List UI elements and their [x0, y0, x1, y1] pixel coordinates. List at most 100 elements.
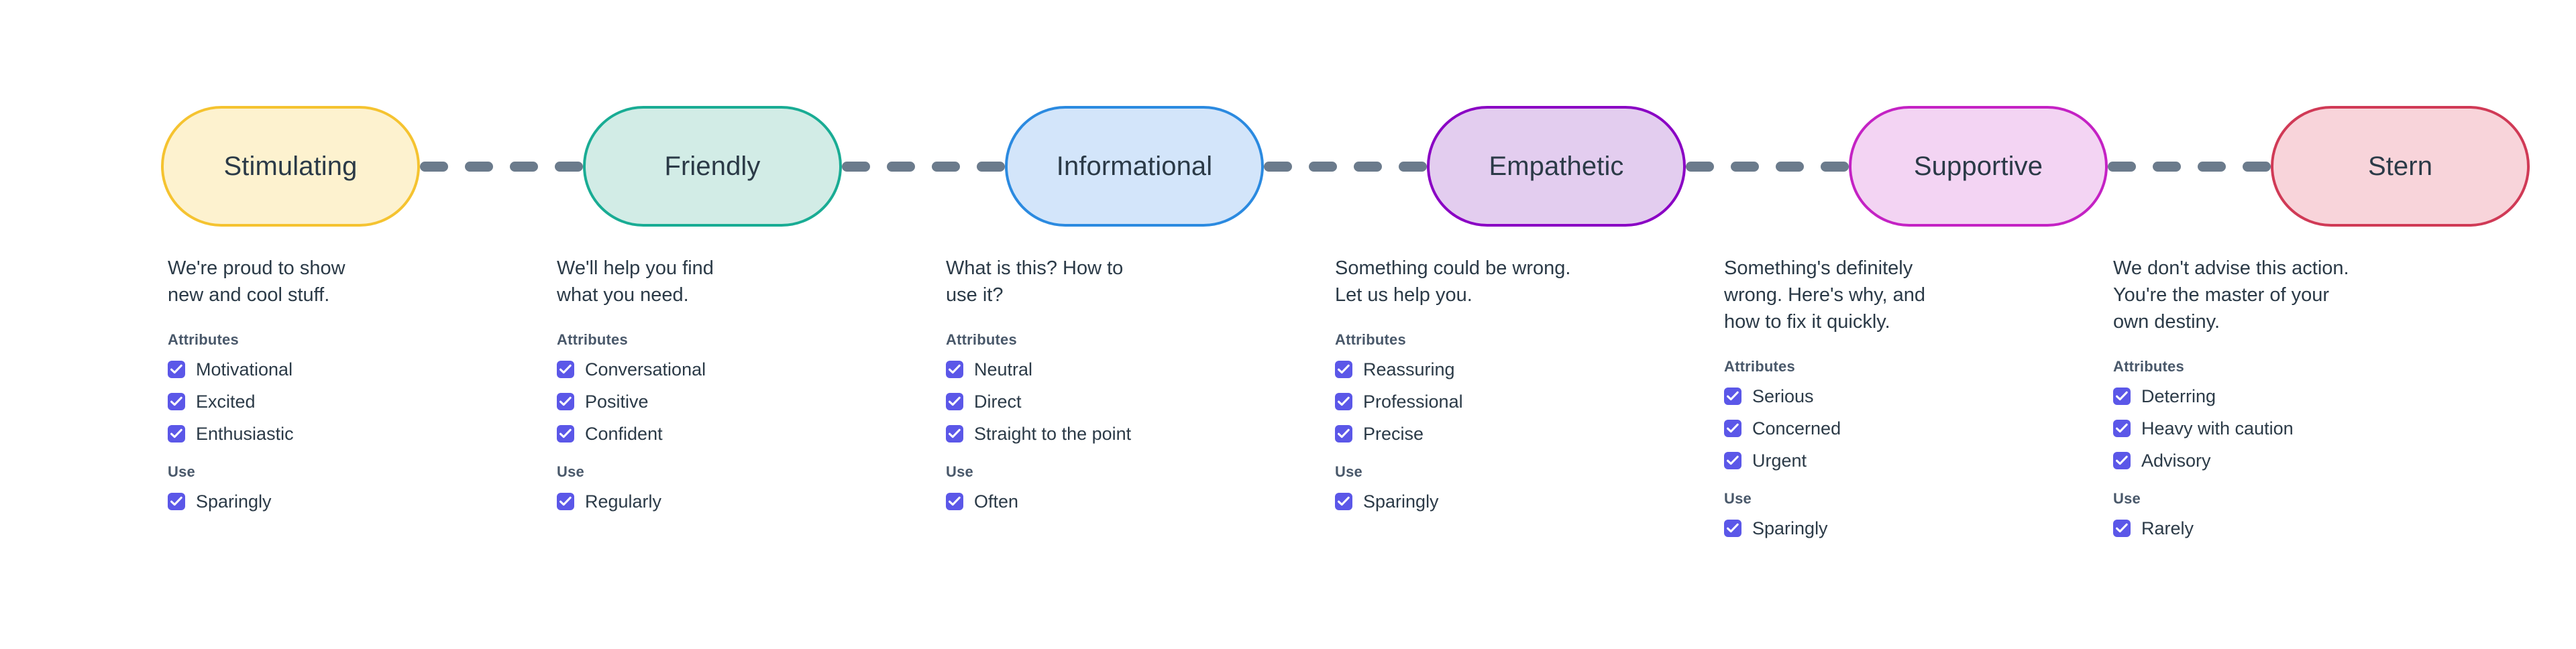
- tone-description: Something's definitely wrong. Here's why…: [1724, 257, 1925, 333]
- checkbox-checked-icon[interactable]: [1724, 388, 1741, 405]
- attribute-item[interactable]: Professional: [1335, 390, 1711, 414]
- stage-detail-columns: We're proud to show new and cool stuff.A…: [161, 255, 2349, 570]
- attribute-item-label: Serious: [1752, 386, 1814, 406]
- checkbox-checked-icon[interactable]: [557, 393, 574, 410]
- connector-dash: [932, 161, 960, 172]
- checkbox-checked-icon[interactable]: [946, 361, 963, 378]
- attribute-item[interactable]: Deterring: [2113, 384, 2489, 408]
- checkbox-checked-icon[interactable]: [2113, 388, 2131, 405]
- attribute-item[interactable]: Reassuring: [1335, 357, 1711, 381]
- attribute-item-label: Neutral: [974, 359, 1033, 379]
- tone-pill-informational[interactable]: Informational: [1005, 106, 1264, 227]
- connector-dash: [1686, 161, 1714, 172]
- connector-dash: [887, 161, 915, 172]
- attribute-item-label: Urgent: [1752, 451, 1807, 471]
- tone-pill-empathetic[interactable]: Empathetic: [1427, 106, 1686, 227]
- attribute-item[interactable]: Precise: [1335, 422, 1711, 446]
- attribute-item-label: Concerned: [1752, 418, 1841, 438]
- use-item[interactable]: Rarely: [2113, 516, 2489, 540]
- checkbox-checked-icon[interactable]: [557, 425, 574, 442]
- attribute-item-label: Deterring: [2141, 386, 2216, 406]
- checkbox-checked-icon[interactable]: [946, 493, 963, 510]
- tone-pill-supportive[interactable]: Supportive: [1849, 106, 2108, 227]
- checkbox-checked-icon[interactable]: [1335, 425, 1352, 442]
- attribute-item-label: Positive: [585, 392, 649, 412]
- attribute-item[interactable]: Heavy with caution: [2113, 416, 2489, 440]
- checkbox-checked-icon[interactable]: [1724, 420, 1741, 437]
- tone-column-stimulating: We're proud to show new and cool stuff.A…: [168, 255, 543, 514]
- checkbox-checked-icon[interactable]: [2113, 452, 2131, 469]
- connector-dash: [977, 161, 1005, 172]
- checkbox-checked-icon[interactable]: [946, 425, 963, 442]
- attribute-item[interactable]: Advisory: [2113, 449, 2489, 473]
- checkbox-checked-icon[interactable]: [1335, 493, 1352, 510]
- attribute-item[interactable]: Motivational: [168, 357, 543, 381]
- tone-description: We'll help you find what you need.: [557, 257, 714, 306]
- dashed-connector: [2108, 160, 2271, 172]
- use-item[interactable]: Sparingly: [1724, 516, 2100, 540]
- checkbox-checked-icon[interactable]: [2113, 520, 2131, 537]
- attribute-item-label: Precise: [1363, 424, 1424, 444]
- use-heading: Use: [2113, 490, 2141, 507]
- connector-dash: [1399, 161, 1427, 172]
- checkbox-checked-icon[interactable]: [2113, 420, 2131, 437]
- attribute-item[interactable]: Serious: [1724, 384, 2100, 408]
- use-item[interactable]: Often: [946, 489, 1322, 514]
- connector-dash: [2198, 161, 2226, 172]
- attribute-item[interactable]: Excited: [168, 390, 543, 414]
- checkbox-checked-icon[interactable]: [557, 493, 574, 510]
- attribute-item-label: Reassuring: [1363, 359, 1455, 379]
- checkbox-checked-icon[interactable]: [946, 393, 963, 410]
- use-item-label: Sparingly: [196, 491, 272, 512]
- tone-pill-stern[interactable]: Stern: [2271, 106, 2530, 227]
- use-item[interactable]: Sparingly: [1335, 489, 1711, 514]
- attribute-item[interactable]: Direct: [946, 390, 1322, 414]
- checkbox-checked-icon[interactable]: [1335, 361, 1352, 378]
- attribute-item[interactable]: Concerned: [1724, 416, 2100, 440]
- tone-column-stern: We don't advise this action. You're the …: [2113, 255, 2489, 540]
- connector-dash: [2243, 161, 2271, 172]
- tone-pill-stimulating[interactable]: Stimulating: [161, 106, 420, 227]
- connector-dash: [2153, 161, 2181, 172]
- checkbox-checked-icon[interactable]: [1724, 520, 1741, 537]
- tone-pill-label: Informational: [1056, 152, 1213, 181]
- attribute-item[interactable]: Straight to the point: [946, 422, 1322, 446]
- use-item[interactable]: Regularly: [557, 489, 932, 514]
- checkbox-checked-icon[interactable]: [168, 393, 185, 410]
- connector-dash: [1776, 161, 1804, 172]
- use-heading: Use: [1724, 490, 1752, 507]
- pill-flow-row: Stimulating Friendly Informational Empathet…: [161, 104, 2530, 229]
- attributes-heading: Attributes: [2113, 358, 2184, 375]
- checkbox-checked-icon[interactable]: [1724, 452, 1741, 469]
- checkbox-checked-icon[interactable]: [1335, 393, 1352, 410]
- checkbox-checked-icon[interactable]: [168, 425, 185, 442]
- attribute-item-label: Motivational: [196, 359, 293, 379]
- use-heading: Use: [168, 463, 195, 480]
- attribute-item[interactable]: Neutral: [946, 357, 1322, 381]
- attribute-item-label: Direct: [974, 392, 1022, 412]
- use-item[interactable]: Sparingly: [168, 489, 543, 514]
- checkbox-checked-icon[interactable]: [168, 493, 185, 510]
- attribute-item[interactable]: Conversational: [557, 357, 932, 381]
- use-heading: Use: [946, 463, 973, 480]
- attribute-item[interactable]: Positive: [557, 390, 932, 414]
- tone-pill-friendly[interactable]: Friendly: [583, 106, 842, 227]
- tone-pill-label: Stimulating: [223, 152, 358, 181]
- checkbox-checked-icon[interactable]: [557, 361, 574, 378]
- attribute-item[interactable]: Enthusiastic: [168, 422, 543, 446]
- dashed-connector: [1264, 160, 1427, 172]
- attribute-item-label: Professional: [1363, 392, 1463, 412]
- attribute-item[interactable]: Urgent: [1724, 449, 2100, 473]
- checkbox-checked-icon[interactable]: [168, 361, 185, 378]
- attributes-heading: Attributes: [1724, 358, 1795, 375]
- attribute-item[interactable]: Confident: [557, 422, 932, 446]
